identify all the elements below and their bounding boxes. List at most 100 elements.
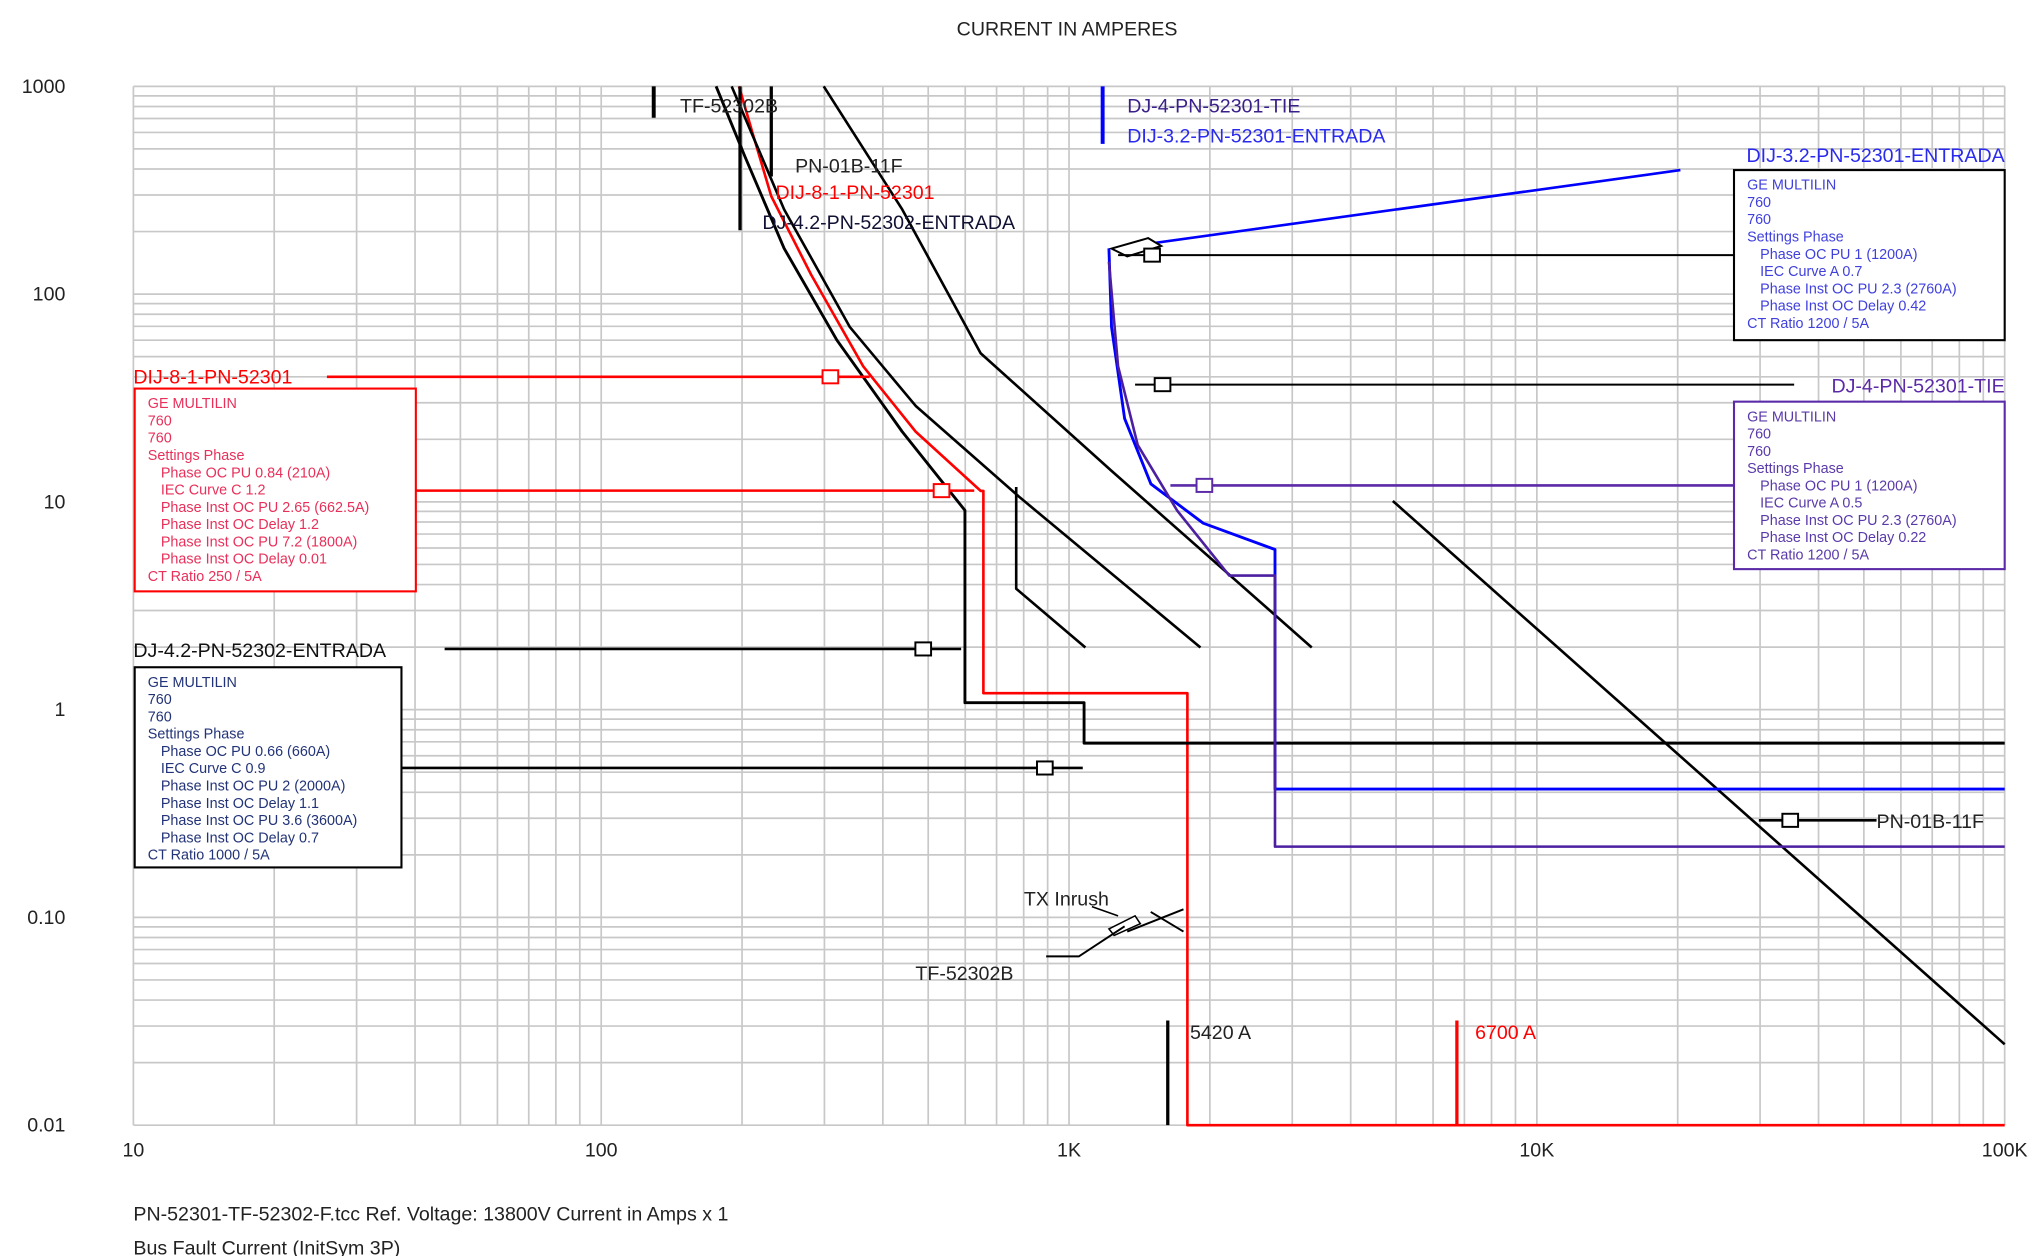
relay-box-line: Phase Inst OC Delay 0.01	[161, 552, 327, 568]
tx-inrush-leader	[1046, 925, 1126, 958]
arrow-dj4	[1153, 377, 1172, 393]
curve-pn-01b-11f-max	[822, 85, 1313, 649]
y-tick-label: 1000	[22, 76, 66, 98]
relay-box-line: 760	[1747, 212, 1771, 228]
y-tick-label: 100	[33, 284, 66, 306]
curve-tf-52302b-damage-long	[1391, 499, 2006, 1046]
x-tick-label: 100	[585, 1140, 618, 1162]
label-pn01b-right: PN-01B-11F	[1877, 811, 1985, 833]
relay-box-line: Phase OC PU 0.84 (210A)	[161, 465, 330, 481]
relay-box-line: Phase Inst OC PU 7.2 (1800A)	[161, 534, 358, 550]
curve-pn-01b-11f	[730, 85, 1202, 649]
x-tick-label: 10K	[1519, 1140, 1554, 1162]
label-tf52302b-top: TF-52302B	[680, 96, 778, 118]
x-tick-label: 100K	[1982, 1140, 2028, 1162]
label-fault-6700: 6700 A	[1475, 1022, 1537, 1044]
relay-box-line: Phase OC PU 1 (1200A)	[1760, 478, 1917, 494]
relay-box-frame	[133, 387, 417, 593]
curve-dij-8-1-pn-52301	[737, 85, 2005, 1127]
curve-dj-4-pn-52301-tie	[1107, 261, 2005, 848]
relay-box-line: 760	[1747, 444, 1771, 460]
relay-box-line: GE MULTILIN	[148, 675, 237, 691]
x-tick-label: 10	[122, 1140, 144, 1162]
footer-line2: Bus Fault Current (InitSym 3P)	[133, 1238, 400, 1256]
y-tick-label: 1	[54, 699, 65, 721]
curves	[651, 85, 2006, 1127]
y-tick-label: 10	[44, 491, 66, 513]
relay-box-frame	[1732, 169, 2006, 342]
label-tx-inrush: TX Inrush	[1024, 888, 1109, 910]
relay-box-line: IEC Curve C 0.9	[161, 761, 266, 777]
relay-box-line: Phase Inst OC Delay 1.1	[161, 796, 319, 812]
relay-box-title: DIJ-3.2-PN-52301-ENTRADA	[1746, 145, 2005, 167]
relay-box-frame	[133, 666, 403, 869]
label-dj4-top: DJ-4-PN-52301-TIE	[1127, 96, 1300, 118]
relay-box-line: Settings Phase	[148, 448, 245, 464]
grid	[132, 85, 2006, 1127]
relay-box-line: CT Ratio 1200 / 5A	[1747, 316, 1869, 332]
label-pn01b-top: PN-01B-11F	[795, 156, 903, 178]
arrow-dj4-box	[1195, 477, 1214, 493]
arrow-pn01b	[1781, 812, 1800, 828]
relay-box-line: Phase Inst OC PU 2.65 (662.5A)	[161, 500, 369, 516]
arrow-dj42	[914, 641, 933, 657]
chart-title: CURRENT IN AMPERES	[957, 18, 1178, 40]
arrow-dij8-1	[821, 369, 840, 385]
tx-inrush-mark-a	[1126, 908, 1184, 933]
label-fault-5420: 5420 A	[1190, 1022, 1252, 1044]
label-dj42-top: DJ-4.2-PN-52302-ENTRADA	[762, 212, 1016, 234]
relay-box-line: IEC Curve C 1.2	[161, 483, 266, 499]
relay-box-line: 760	[148, 692, 172, 708]
relay-box-line: CT Ratio 1200 / 5A	[1747, 547, 1869, 563]
arrow-dij8-1-inst	[932, 483, 951, 499]
relay-box-line: CT Ratio 1000 / 5A	[148, 848, 270, 864]
arrow-dij32	[1108, 237, 1164, 258]
arrow-dj42-inst	[1036, 760, 1054, 776]
curve-labels: TF-52302B PN-01B-11F DIJ-8-1-PN-52301 DJ…	[680, 96, 1984, 1044]
relay-box-line: CT Ratio 250 / 5A	[148, 569, 262, 585]
relay-box-line: GE MULTILIN	[1747, 178, 1836, 194]
relay-box-line: Settings Phase	[1747, 230, 1844, 246]
relay-box-frame	[1732, 400, 2006, 571]
relay-box-line: Phase Inst OC PU 2 (2000A)	[161, 778, 346, 794]
tx-inrush-label-leader	[1091, 905, 1119, 917]
relay-box-line: IEC Curve A 0.5	[1760, 496, 1862, 512]
curve-tf-52302b-damage	[1014, 486, 1087, 649]
y-tick-label: 0.10	[27, 907, 65, 929]
relay-box-title: DIJ-8-1-PN-52301	[133, 366, 292, 388]
relay-box-title: DJ-4-PN-52301-TIE	[1831, 375, 2004, 397]
relay-box-line: 760	[148, 413, 172, 429]
label-dij8-1-top: DIJ-8-1-PN-52301	[775, 182, 934, 204]
relay-box-line: Phase Inst OC Delay 1.2	[161, 517, 319, 533]
curve-dj-4-2-pn-52302-entrada	[714, 85, 2005, 745]
relay-box-line: Phase Inst OC PU 2.3 (2760A)	[1760, 281, 1957, 297]
relay-box-title: DJ-4.2-PN-52302-ENTRADA	[133, 640, 387, 662]
label-dij32-top: DIJ-3.2-PN-52301-ENTRADA	[1127, 126, 1386, 148]
relay-box-line: Phase Inst OC Delay 0.42	[1760, 299, 1926, 315]
relay-box-line: Phase Inst OC Delay 0.7	[161, 830, 319, 846]
relay-box-line: Settings Phase	[148, 727, 245, 743]
axis-ticks: 10 100 1K 10K 100K 1000 100 10 1 0.10 0.01	[22, 76, 2028, 1162]
relay-box-line: Phase Inst OC PU 2.3 (2760A)	[1760, 513, 1957, 529]
relay-box-line: IEC Curve A 0.7	[1760, 264, 1862, 280]
relay-box-line: Phase Inst OC Delay 0.22	[1760, 530, 1926, 546]
relay-box-line: 760	[148, 709, 172, 725]
y-tick-label: 0.01	[27, 1115, 65, 1137]
relay-box-line: 760	[148, 431, 172, 447]
relay-box-line: Phase OC PU 0.66 (660A)	[161, 744, 330, 760]
arrow-dij32-box	[1143, 247, 1161, 263]
label-tf52302b: TF-52302B	[915, 963, 1013, 985]
leader-dij32	[1113, 168, 1681, 250]
footer-line1: PN-52301-TF-52302-F.tcc Ref. Voltage: 13…	[133, 1204, 728, 1226]
relay-box-line: Phase Inst OC PU 3.6 (3600A)	[161, 813, 358, 829]
relay-box-line: GE MULTILIN	[148, 396, 237, 412]
relay-box-line: Phase OC PU 1 (1200A)	[1760, 247, 1917, 263]
x-tick-label: 1K	[1057, 1140, 1081, 1162]
tx-inrush-mark-b	[1150, 911, 1184, 933]
relay-box-line: 760	[1747, 427, 1771, 443]
